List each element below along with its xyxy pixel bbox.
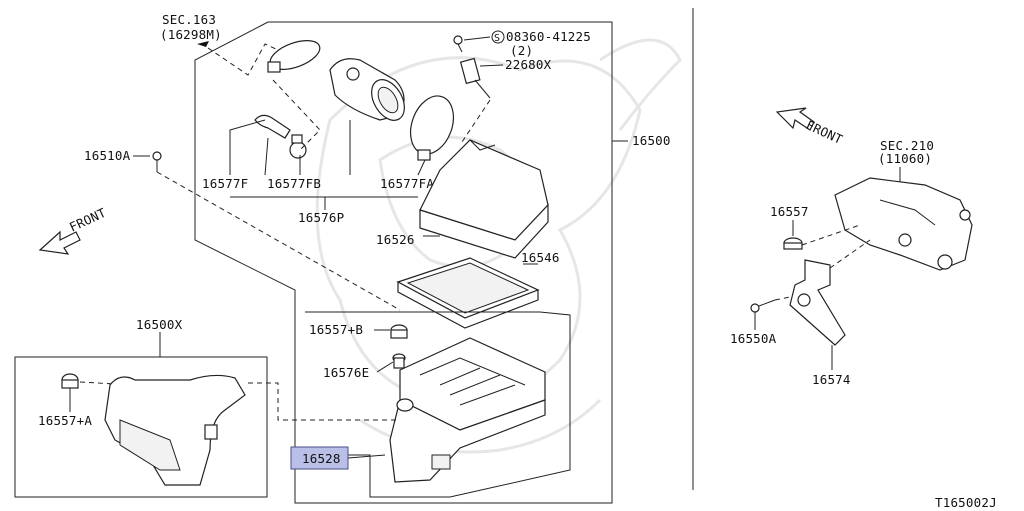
label-16510a: 16510A <box>84 148 131 163</box>
label-sec210: SEC.210 <box>880 138 934 153</box>
label-16576p: 16576P <box>298 210 344 225</box>
label-16576e: 16576E <box>323 365 369 380</box>
leader-16577fb-b <box>264 137 269 176</box>
resonator-16500x <box>104 374 246 486</box>
duct-16576p <box>329 58 405 121</box>
label-bolt-qty: (2) <box>510 43 533 58</box>
sensor-22680x <box>459 57 491 99</box>
clamp-16577fb <box>289 134 307 159</box>
leader-16528 <box>347 454 386 459</box>
assembly-outline-16500 <box>194 21 613 504</box>
label-16500: 16500 <box>632 133 671 148</box>
s-mark-icon <box>491 30 505 44</box>
pipe-16577f <box>254 114 291 139</box>
dash-16510a <box>156 171 401 311</box>
frame-16500x <box>14 356 268 498</box>
filter-element-16546 <box>396 257 540 329</box>
dash-sensor <box>459 99 491 146</box>
lower-case-16528 <box>305 311 571 498</box>
front-arrow-right-icon <box>775 107 815 131</box>
clamp-16577fa <box>409 95 455 161</box>
leader-16577fa <box>417 159 426 176</box>
bushing-16576e <box>392 353 406 369</box>
label-front-left: FRONT <box>67 205 109 235</box>
label-16526: 16526 <box>376 232 415 247</box>
bolt-16550a-icon <box>750 299 776 313</box>
grommet-16557 <box>783 237 803 250</box>
label-bolt-spec: 08360-41225 <box>506 29 591 44</box>
label-16577f: 16577F <box>202 176 248 191</box>
leader-bolt <box>463 36 491 41</box>
label-16577fa: 16577FA <box>380 176 434 191</box>
label-16577fb: 16577FB <box>267 176 321 191</box>
dash-duct <box>272 79 321 151</box>
leader-22680x <box>479 64 504 67</box>
clamp-16577f <box>267 40 321 73</box>
label-front-right: FRONT <box>804 117 846 147</box>
upper-case-16526 <box>419 139 549 259</box>
label-sec163: SEC.163 <box>162 12 216 27</box>
diagram-id: T165002J <box>935 495 997 510</box>
bolt-16510a-icon <box>152 151 162 172</box>
label-16557b: 16557+B <box>309 322 363 337</box>
label-sec210-ref: (11060) <box>878 151 932 166</box>
thermostat-housing-sec210 <box>834 177 973 271</box>
label-16546: 16546 <box>521 250 560 265</box>
label-22680x: 22680X <box>505 57 552 72</box>
label-16500x: 16500X <box>136 317 183 332</box>
grommet-16557b <box>390 324 408 339</box>
label-16528[interactable]: 16528 <box>302 451 341 466</box>
leader-16577f <box>229 119 266 175</box>
dash-16574 <box>829 239 871 269</box>
label-sec163-ref: (16298M) <box>160 27 222 42</box>
bracket-16574 <box>789 259 846 346</box>
label-16557: 16557 <box>770 204 809 219</box>
grommet-16557a <box>61 373 79 389</box>
label-16557a: 16557+A <box>38 413 92 428</box>
dash-16557 <box>801 224 861 246</box>
leader-16576e <box>376 361 394 373</box>
s-mark-letter: S <box>494 33 500 44</box>
label-16550a: 16550A <box>730 331 777 346</box>
dash-16557a <box>79 381 116 385</box>
arrow-sec163-icon <box>197 41 209 47</box>
front-arrow-left-icon <box>38 230 81 255</box>
dash-resonator <box>248 382 400 421</box>
label-16574: 16574 <box>812 372 851 387</box>
bolt-08360-icon <box>453 35 463 53</box>
